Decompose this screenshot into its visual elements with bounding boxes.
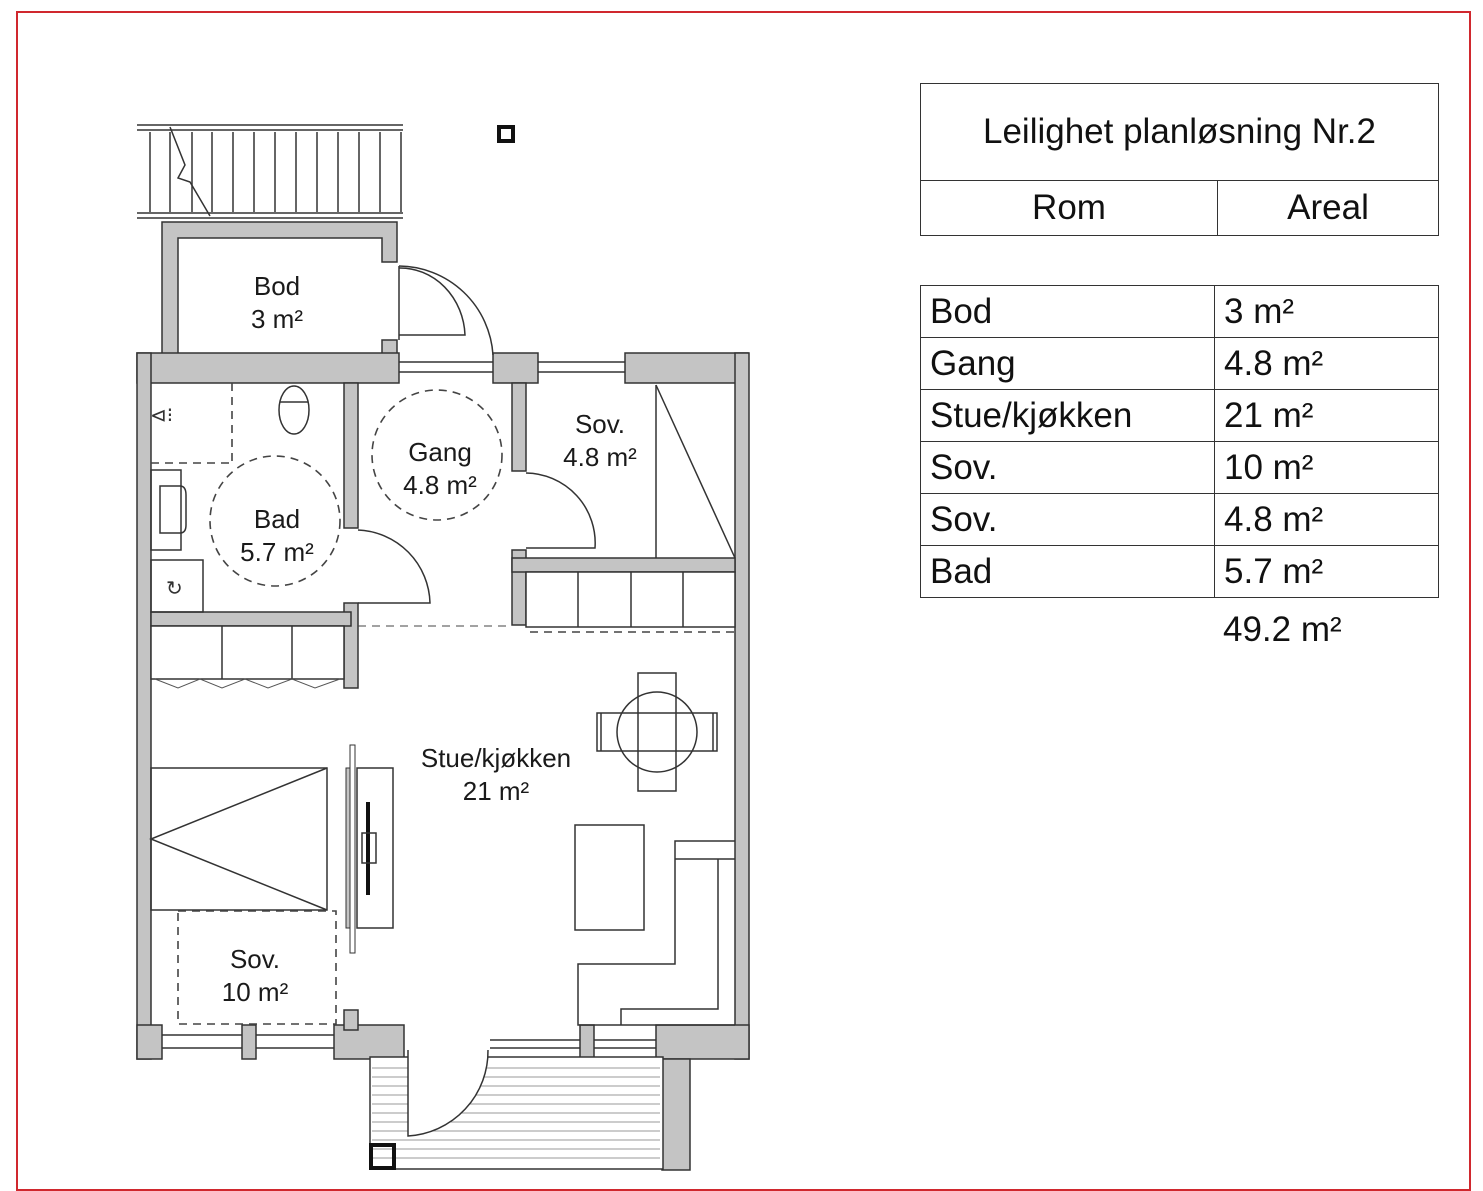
table-title: Leilighet planløsning Nr.2 xyxy=(920,83,1439,181)
area-cell: 10 m² xyxy=(1214,441,1439,494)
wardrobe xyxy=(150,625,345,689)
room-label-gang: Gang 4.8 m² xyxy=(403,436,477,502)
bathroom-fixtures: ⊲⁝ ↻ xyxy=(150,383,310,613)
exterior-walls xyxy=(136,352,750,1171)
room-area: 3 m² xyxy=(251,304,303,334)
door-swing-icon xyxy=(357,529,431,604)
column-icon xyxy=(497,125,515,143)
room-cell: Gang xyxy=(920,337,1215,390)
coffee-table xyxy=(574,824,645,931)
room-label-stue-kjokken: Stue/kjøkken 21 m² xyxy=(421,742,571,808)
room-area: 5.7 m² xyxy=(240,537,314,567)
room-cell: Sov. xyxy=(920,493,1215,546)
room-label-sov-large: Sov. 10 m² xyxy=(222,943,288,1009)
stair-icon xyxy=(137,124,403,219)
room-label-sov-small: Sov. 4.8 m² xyxy=(563,408,637,474)
room-area: 4.8 m² xyxy=(403,470,477,500)
washer-icon xyxy=(150,559,204,613)
table-row: Bod 3 m² xyxy=(920,285,1439,338)
tv-unit-icon xyxy=(345,744,394,954)
area-cell: 4.8 m² xyxy=(1214,493,1439,546)
table-row: Gang 4.8 m² xyxy=(920,337,1439,390)
room-cell: Sov. xyxy=(920,441,1215,494)
room-name: Gang xyxy=(408,437,472,467)
total-area: 49.2 m² xyxy=(1223,610,1342,649)
area-cell: 21 m² xyxy=(1214,389,1439,442)
room-area: 4.8 m² xyxy=(563,442,637,472)
area-cell: 5.7 m² xyxy=(1214,545,1439,598)
room-name: Bod xyxy=(253,271,301,301)
room-cell: Bod xyxy=(920,285,1215,338)
table-row: Sov. 10 m² xyxy=(920,441,1439,494)
door-swing-icon xyxy=(398,265,494,356)
room-cell: Bad xyxy=(920,545,1215,598)
table-row: Sov. 4.8 m² xyxy=(920,493,1439,546)
room-name: Sov. xyxy=(574,409,626,439)
room-cell: Stue/kjøkken xyxy=(920,389,1215,442)
wardrobe xyxy=(358,571,736,633)
bed-icon xyxy=(655,384,736,559)
interior-walls xyxy=(150,382,736,1031)
toilet-icon xyxy=(278,385,310,435)
sleeping-area xyxy=(177,910,337,1025)
title-table: Leilighet planløsning Nr.2 Rom Areal xyxy=(920,83,1439,236)
sink-icon xyxy=(150,469,182,551)
shower-icon: ⊲⁝ xyxy=(150,403,173,427)
table-row: Stue/kjøkken 21 m² xyxy=(920,389,1439,442)
area-cell: 4.8 m² xyxy=(1214,337,1439,390)
turning-circle xyxy=(371,389,503,521)
room-name: Bad xyxy=(253,504,301,534)
kitchen-counter-icon xyxy=(577,840,735,1026)
room-name: Stue/kjøkken xyxy=(420,743,572,773)
door-swing-icon xyxy=(525,472,596,549)
dining-table-icon xyxy=(596,672,718,792)
room-area: 10 m² xyxy=(221,977,289,1007)
turning-circle xyxy=(209,455,341,587)
room-area: 21 m² xyxy=(462,776,530,806)
area-table: Bod 3 m² Gang 4.8 m² Stue/kjøkken 21 m² … xyxy=(920,285,1439,598)
header-area: Areal xyxy=(1217,180,1439,236)
header-room: Rom xyxy=(920,180,1218,236)
area-cell: 3 m² xyxy=(1214,285,1439,338)
room-label-bod: Bod 3 m² xyxy=(251,270,303,336)
room-name: Sov. xyxy=(229,944,281,974)
table-row: Bad 5.7 m² xyxy=(920,545,1439,598)
balcony-icon xyxy=(369,1049,664,1170)
windows xyxy=(162,361,656,1049)
svg-text:↻: ↻ xyxy=(166,576,183,600)
sofa-icon xyxy=(148,767,328,911)
room-label-bad: Bad 5.7 m² xyxy=(240,503,314,569)
